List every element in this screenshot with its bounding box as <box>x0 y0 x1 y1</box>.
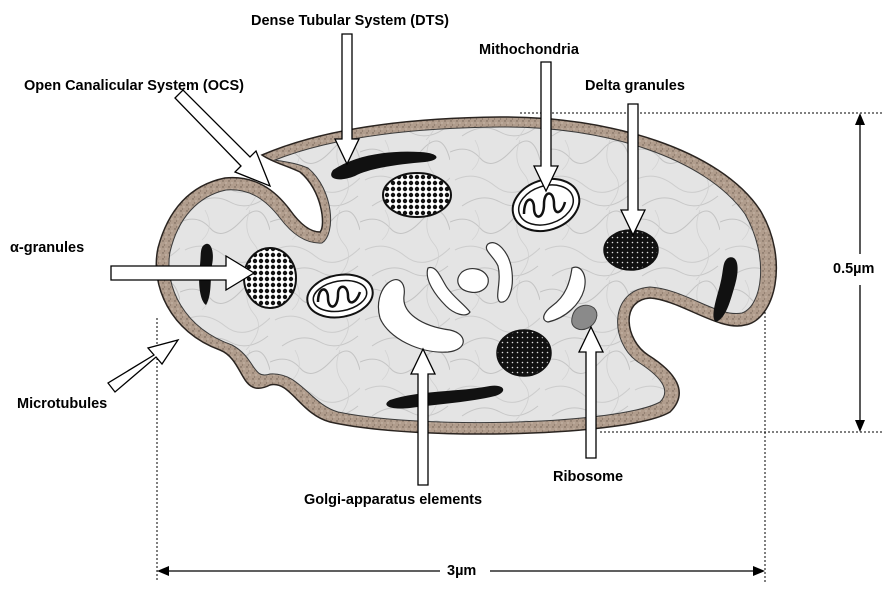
label-mitochondria: Mithochondria <box>479 43 579 58</box>
delta-granule-bottom <box>497 330 551 376</box>
label-dense-tubular-system: Dense Tubular System (DTS) <box>251 14 449 29</box>
label-width-dimension: 3µm <box>447 564 476 579</box>
arrow-ocs <box>175 90 270 186</box>
delta-granule-right <box>604 230 658 270</box>
arrow-dts <box>335 34 359 164</box>
arrow-microtubules <box>108 340 178 392</box>
label-golgi-apparatus: Golgi-apparatus elements <box>304 493 482 508</box>
label-microtubules: Microtubules <box>17 397 107 412</box>
label-ribosome: Ribosome <box>553 470 623 485</box>
label-delta-granules: Delta granules <box>585 79 685 94</box>
golgi-element-3 <box>458 269 488 293</box>
label-open-canalicular-system: Open Canalicular System (OCS) <box>24 79 244 94</box>
label-alpha-granules: α-granules <box>10 241 84 256</box>
alpha-granule-top <box>383 173 451 217</box>
label-height-dimension: 0.5µm <box>833 262 874 277</box>
alpha-granule-left <box>244 248 296 308</box>
